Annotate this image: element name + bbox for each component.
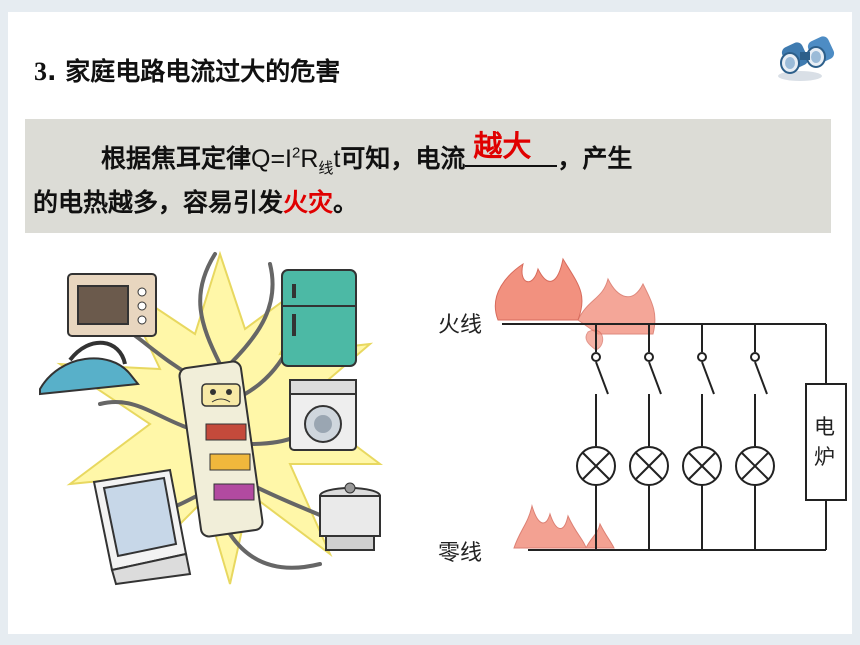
section-heading: 3. 家庭电路电流过大的危害	[34, 52, 340, 88]
joule-law-prefix: 根据焦耳定律	[101, 144, 252, 173]
power-strip-icon	[178, 360, 264, 538]
formula-q: Q=I	[251, 145, 293, 173]
joule-formula: Q=I2R线t	[251, 144, 341, 177]
explanation-box: 根据焦耳定律Q=I2R线t可知，电流越大 ，产生 的电热越多，容易引发火灾。	[25, 119, 831, 233]
explanation-line-1: 根据焦耳定律Q=I2R线t可知，电流越大 ，产生	[101, 129, 633, 178]
formula-r: R	[300, 145, 319, 173]
lamp-branch-2	[629, 324, 669, 550]
stove-label-2: 炉	[814, 445, 835, 469]
binoculars-icon	[778, 36, 835, 81]
stove-label-1: 电	[814, 415, 835, 439]
fire-top-icon	[494, 257, 656, 351]
line2-prefix: 的电热越多，容易引发	[33, 188, 284, 217]
slide: 3. 家庭电路电流过大的危害 根据焦耳定律Q=I2R线t可知，电流越大 ，产生 的…	[8, 12, 852, 634]
washing-machine-icon	[289, 379, 357, 451]
formula-sub: 线	[318, 160, 334, 177]
parallel-circuit-diagram: 火线 零线 电 炉	[438, 257, 847, 566]
microwave-icon	[67, 273, 157, 337]
iron-icon	[39, 340, 140, 396]
lamp-branches	[576, 324, 775, 550]
television-icon	[92, 468, 192, 586]
electric-stove-box	[805, 383, 847, 501]
lamp-branch-4	[735, 324, 775, 550]
formula-t: t	[333, 145, 341, 173]
line2-suffix: 。	[333, 188, 359, 217]
rice-cooker-icon	[319, 482, 381, 551]
blank-answer: 越大	[473, 129, 532, 163]
fire-bottom-icon	[513, 504, 615, 549]
refrigerator-icon	[281, 269, 357, 367]
section-number: 3	[34, 57, 47, 86]
neutral-wire-label: 零线	[438, 541, 482, 566]
answer-blank: 越大	[465, 129, 558, 167]
overloaded-outlet-illustration	[39, 250, 383, 586]
explanation-line-2: 的电热越多，容易引发火灾。	[33, 183, 358, 219]
section-separator: .	[47, 57, 57, 86]
section-title: 家庭电路电流过大的危害	[65, 57, 341, 86]
line1-suffix: ，产生	[557, 144, 633, 173]
line1-after: 可知，电流	[340, 144, 466, 173]
fire-highlight: 火灾	[283, 188, 334, 217]
lamp-branch-1	[576, 324, 616, 550]
lamp-branch-3	[682, 324, 722, 550]
formula-sup: 2	[292, 144, 301, 162]
live-wire-label: 火线	[438, 313, 482, 338]
